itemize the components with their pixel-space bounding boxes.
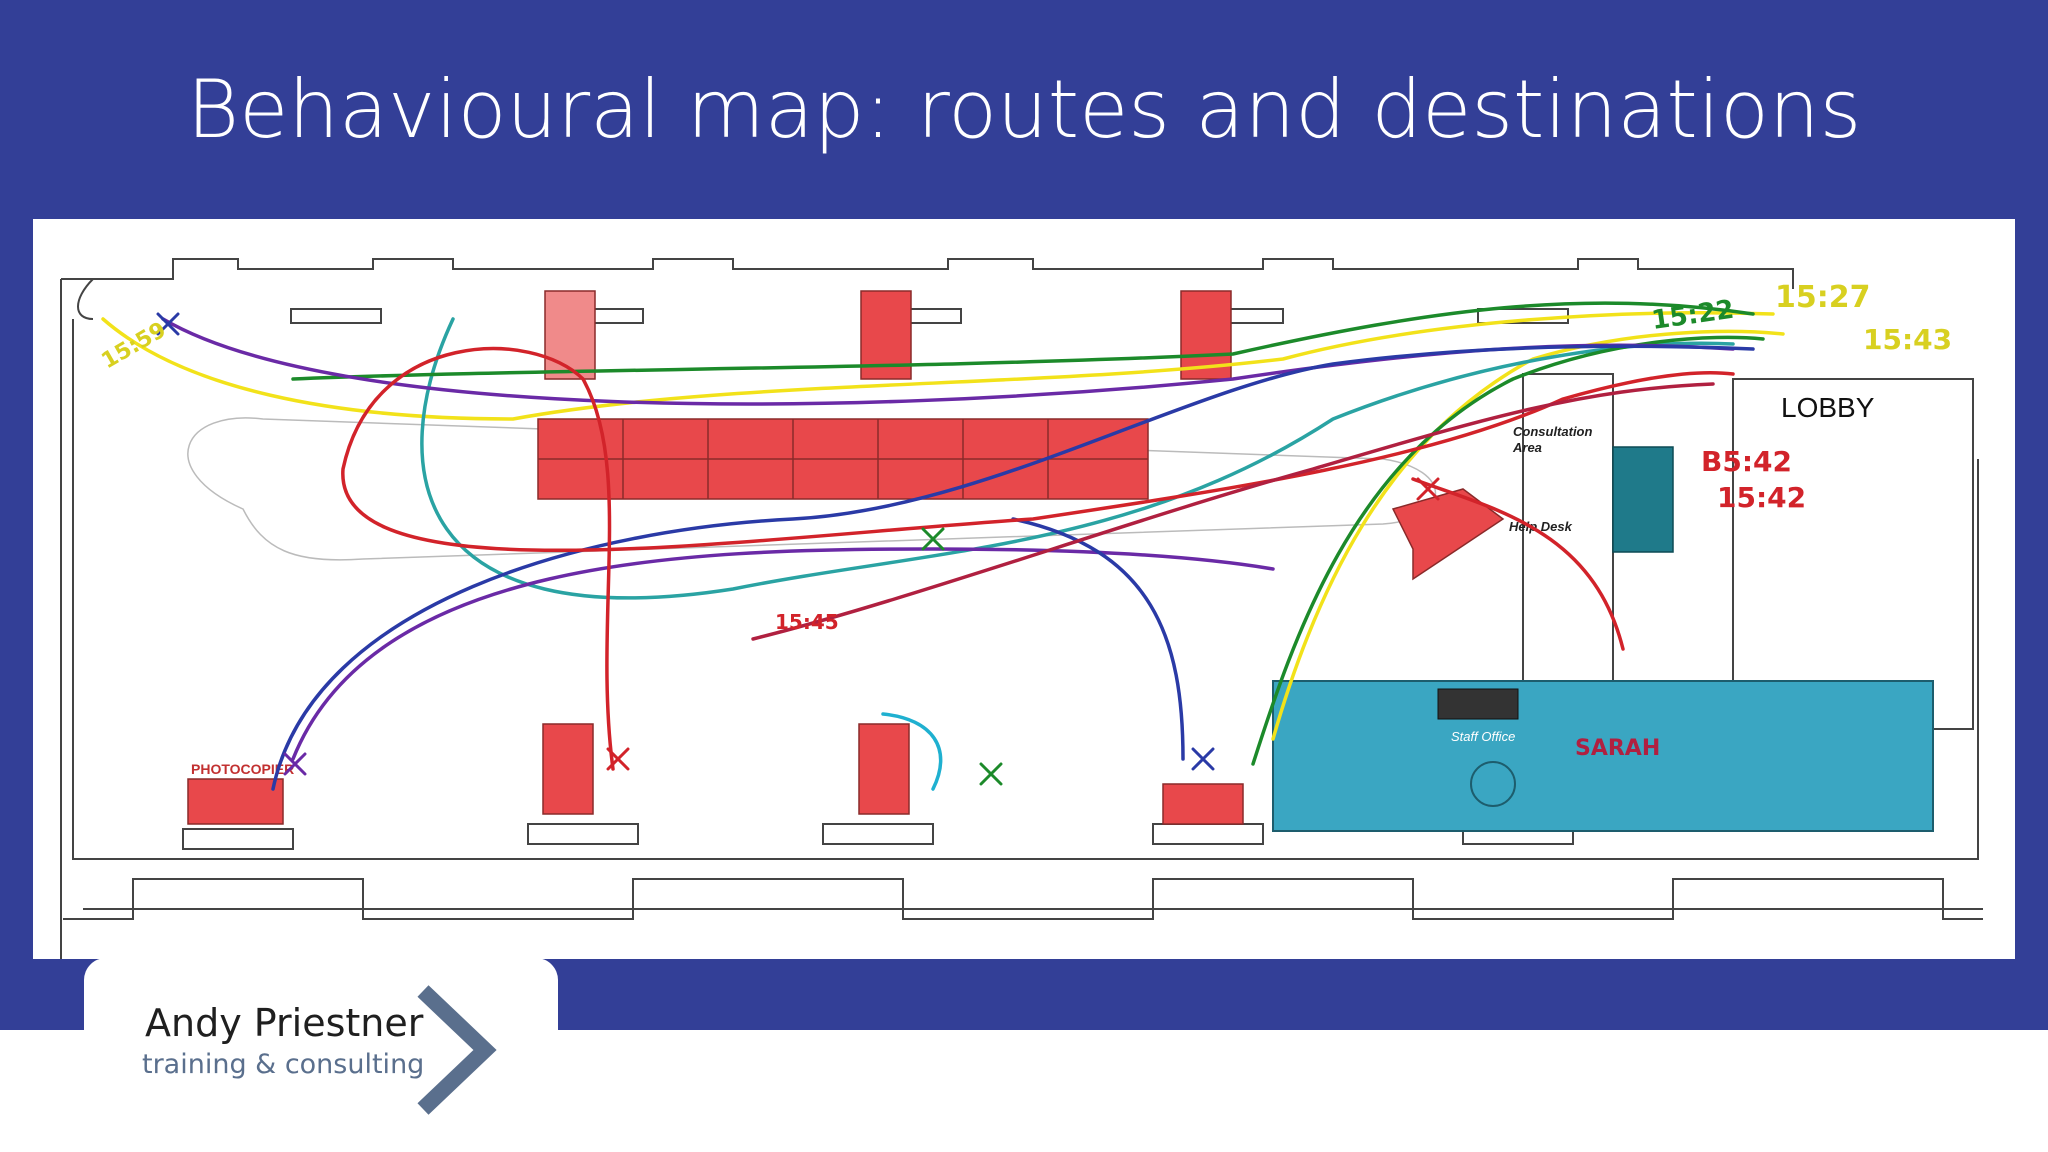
staff-office-label: Staff Office [1451,729,1515,744]
route-crimson [751,382,1715,641]
route-purple-2 [291,547,1275,761]
annotation-1542: 15:42 [1717,481,1806,514]
consultation-label-1: Consultation [1513,424,1592,439]
annotation-1527: 15:27 [1775,280,1871,315]
photocopier-label: PHOTOCOPIER [191,761,294,777]
brand-name: Andy Priestner [145,1001,424,1045]
central-desk-block [537,418,1149,500]
annotation-b542: B5:42 [1701,445,1792,478]
route-blue [271,344,1755,791]
help-desk [1391,488,1505,581]
routes [101,301,1785,791]
staff-office-table [1470,761,1516,807]
annotation-1545: 15:45 [775,610,839,634]
destination-markers [156,312,1440,786]
brand-tagline: training & consulting [142,1049,425,1080]
top-desks [544,290,1232,380]
route-blue-2 [1011,517,1185,761]
annotation-sarah: SARAH [1575,736,1660,761]
route-green-2 [1251,335,1765,766]
building-walls [60,258,1983,959]
brand-chevron-icon [417,985,497,1115]
consultation-label-2: Area [1512,440,1542,455]
route-yellow [101,311,1775,421]
annotation-1543: 15:43 [1863,323,1952,356]
lobby-label: LOBBY [1781,392,1875,423]
staff-office-printer [1437,688,1519,720]
route-yellow-2 [1271,329,1785,741]
route-cyan [881,712,943,791]
slide-title: Behavioural map: routes and destinations [186,63,1862,156]
floor-plan-map: PHOTOCOPIER Help Desk Consultation Area … [33,219,2015,959]
consultation-area-block [1612,446,1674,553]
floor-plan-svg: PHOTOCOPIER Help Desk Consultation Area … [60,258,1983,959]
route-purple [161,317,1735,406]
route-red-2 [1411,477,1625,651]
route-red [341,346,1735,771]
annotation-1559: 15:59 [98,318,171,375]
bottom-desks [187,723,1244,825]
route-green [291,301,1755,381]
